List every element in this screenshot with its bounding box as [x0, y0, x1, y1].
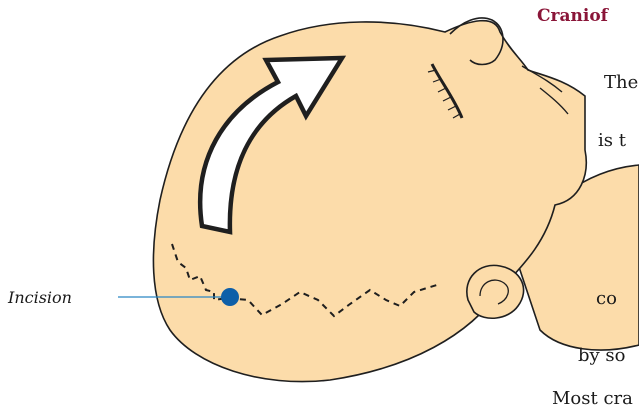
body-text-line: Most cra [552, 388, 633, 409]
article-heading: Craniof [537, 6, 608, 26]
body-text-line: co [596, 288, 617, 309]
incision-label: Incision [8, 288, 72, 307]
body-text-line: is t [598, 130, 626, 151]
body-text-line: by so [578, 345, 626, 366]
incision-marker [221, 288, 239, 306]
body-text-line: The [604, 72, 638, 93]
ear [467, 265, 524, 318]
